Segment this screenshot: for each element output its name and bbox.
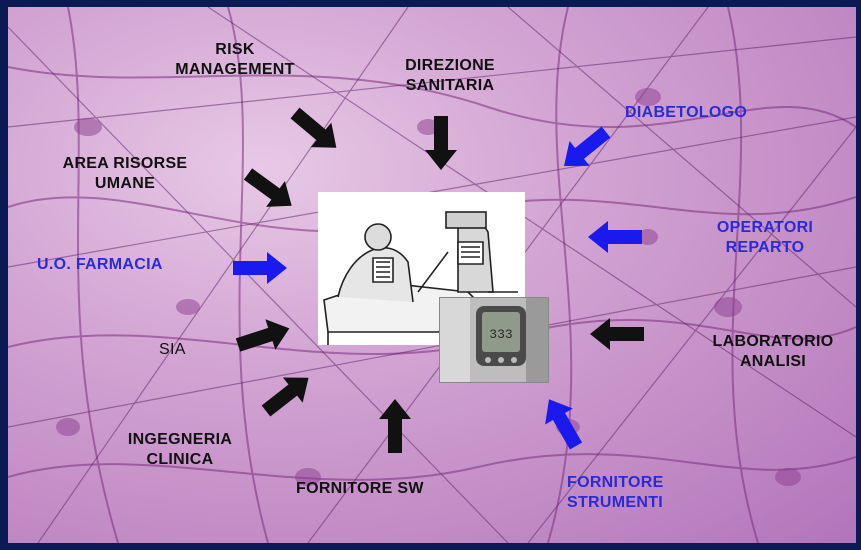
- arrow-laboratorio: [590, 318, 644, 350]
- arrow-area-risorse: [239, 161, 301, 219]
- meter-reading: 333: [489, 327, 512, 342]
- arrow-operatori: [588, 221, 642, 253]
- arrow-diabetologo: [554, 120, 616, 179]
- arrow-farmacia: [233, 252, 287, 284]
- glucometer-photo: 333: [439, 297, 549, 383]
- arrow-sia: [233, 313, 294, 360]
- arrow-fornitore-sw: [379, 399, 411, 453]
- arrow-risk-management: [285, 101, 347, 160]
- arrow-direzione-sanitaria: [425, 116, 457, 170]
- arrow-ingegneria: [256, 365, 318, 423]
- arrow-fornitore-strumenti: [535, 391, 590, 454]
